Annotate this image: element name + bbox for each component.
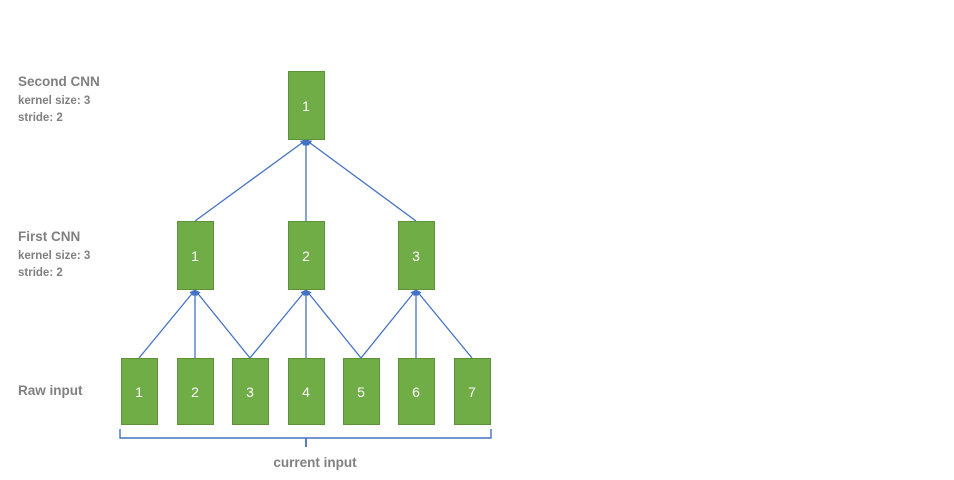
connector-line: [194, 289, 251, 359]
connector-line: [249, 289, 307, 359]
connector-line: [138, 289, 196, 359]
node-first-cnn-2: 2: [287, 221, 325, 290]
layer-label-raw-input: Raw input: [18, 383, 83, 398]
node-raw-input-3: 3: [231, 358, 269, 425]
node-raw-input-7: 7: [453, 358, 491, 425]
layer-title-first-cnn: First CNN: [18, 229, 81, 244]
connector-line: [194, 139, 307, 222]
node-raw-input-4: 4: [287, 358, 325, 425]
node-raw-input-5: 5: [342, 358, 380, 425]
connector-line: [415, 289, 473, 359]
layer-label-second-cnn: Second CNN kernel size: 3 stride: 2: [18, 74, 100, 126]
layer-stride-first-cnn: stride: 2: [18, 266, 63, 279]
current-input-bracket: [119, 429, 492, 447]
node-raw-input-1: 1: [120, 358, 158, 425]
connector-line: [360, 289, 417, 359]
connector-line: [305, 139, 417, 222]
layer-kernel-second-cnn: kernel size: 3: [18, 95, 91, 107]
node-second-cnn-1: 1: [287, 71, 325, 140]
layer-label-first-cnn: First CNN kernel size: 3 stride: 2: [18, 229, 90, 281]
bracket-path: [119, 429, 492, 439]
connector-line: [305, 289, 362, 359]
current-input-caption: current input: [273, 455, 357, 470]
node-raw-input-6: 6: [397, 358, 435, 425]
layer-title-second-cnn: Second CNN: [18, 74, 100, 89]
node-raw-input-2: 2: [176, 358, 214, 425]
node-first-cnn-1: 1: [176, 221, 214, 290]
layer-kernel-first-cnn: kernel size: 3: [18, 250, 91, 262]
node-first-cnn-3: 3: [397, 221, 435, 290]
layer-stride-second-cnn: stride: 2: [18, 111, 63, 124]
